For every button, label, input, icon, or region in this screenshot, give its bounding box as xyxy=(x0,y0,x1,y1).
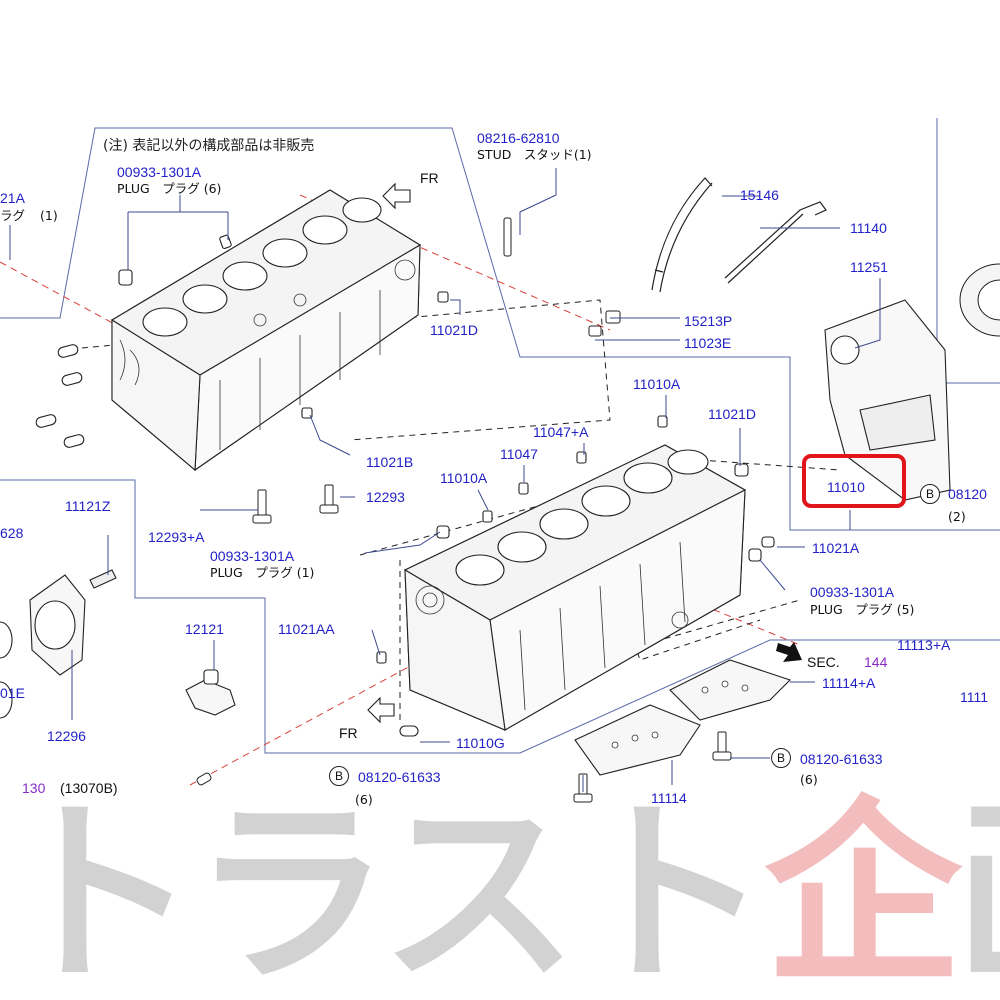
part-label-11114[interactable]: 11114 xyxy=(651,790,687,806)
part-label-11140[interactable]: 11140 xyxy=(850,220,887,236)
part-label-15146[interactable]: 15146 xyxy=(740,187,779,203)
part-label-left-21a[interactable]: 21A xyxy=(0,190,25,206)
watermark-text-a: トラスト xyxy=(0,779,770,1000)
part-label-11021d-top[interactable]: 11021D xyxy=(430,322,479,338)
fr-arrows xyxy=(367,182,411,724)
part-label-11010g[interactable]: 11010G xyxy=(456,735,505,751)
part-label-11114a[interactable]: 11114+A xyxy=(822,675,876,691)
part-label-11010a-top[interactable]: 11010A xyxy=(633,376,681,392)
bolts xyxy=(196,484,732,803)
watermark-logo: トラスト企画 xyxy=(0,790,1000,1000)
dipstick xyxy=(651,177,827,293)
part-label-11251[interactable]: 11251 xyxy=(850,259,888,275)
callout-b-right: B xyxy=(920,484,940,504)
stud xyxy=(503,217,512,257)
sensor-12121 xyxy=(185,669,236,716)
fr-label-bottom: FR xyxy=(339,725,358,741)
desc-left-plug: ラグ xyxy=(0,208,26,223)
part-label-00933-1301a-right[interactable]: 00933-1301A xyxy=(810,584,895,600)
qty-08120-bottom: (6) xyxy=(355,792,373,807)
sec-number-144[interactable]: 144 xyxy=(864,654,888,670)
bearing-caps xyxy=(574,659,792,776)
fr-label-top: FR xyxy=(420,170,439,186)
part-label-12296[interactable]: 12296 xyxy=(47,728,86,744)
leader-lines xyxy=(9,168,881,792)
part-label-12121[interactable]: 12121 xyxy=(185,621,224,637)
sec-label: SEC. xyxy=(807,654,840,670)
rear-plate xyxy=(824,299,951,501)
part-label-00933-1301a-top[interactable]: 00933-1301A xyxy=(117,164,202,180)
desc-stud: STUD スタッド(1) xyxy=(477,147,592,162)
desc-plug-top: PLUG プラグ (6) xyxy=(117,181,222,196)
supply-note: (注) 表記以外の構成部品は非販売 xyxy=(103,138,315,154)
sec-number-130[interactable]: 130 xyxy=(22,780,46,796)
desc-plug-mid: PLUG プラグ (1) xyxy=(210,565,315,580)
callout-b-bottom: B xyxy=(329,766,349,786)
watermark-text-b: 企 xyxy=(764,779,962,1000)
part-label-11010a-mid[interactable]: 11010A xyxy=(440,470,488,486)
part-label-08120-61633-right[interactable]: 08120-61633 xyxy=(800,751,883,767)
part-label-1111x[interactable]: 1111 xyxy=(960,689,989,705)
part-label-15213p[interactable]: 15213P xyxy=(684,313,733,329)
part-label-12293[interactable]: 12293 xyxy=(366,489,405,505)
part-label-11010[interactable]: 11010 xyxy=(827,479,865,495)
part-label-11021b[interactable]: 11021B xyxy=(366,454,414,470)
ref-13070b: (13070B) xyxy=(60,780,118,796)
part-label-08216-62810[interactable]: 08216-62810 xyxy=(477,130,560,146)
part-label-left-01e[interactable]: 01E xyxy=(0,685,25,701)
part-label-08120-right[interactable]: 08120 xyxy=(948,486,987,502)
watermark-text-c: 画 xyxy=(956,779,1000,1000)
qty-08120-right2: (6) xyxy=(800,772,818,787)
desc-plug-right: PLUG プラグ (5) xyxy=(810,602,915,617)
part-label-11021a[interactable]: 11021A xyxy=(812,540,860,556)
part-label-08120-61633-bottom[interactable]: 08120-61633 xyxy=(358,769,441,785)
right-partial-part xyxy=(959,263,1000,337)
callout-b-right2: B xyxy=(771,748,791,768)
upper-engine-block xyxy=(35,189,449,472)
small-fittings xyxy=(588,310,621,337)
part-label-11021aa[interactable]: 11021AA xyxy=(278,621,335,637)
part-label-11113a[interactable]: 11113+A xyxy=(897,637,951,653)
part-label-00933-1301a-mid[interactable]: 00933-1301A xyxy=(210,548,295,564)
lower-engine-block xyxy=(376,415,775,737)
desc-left-plug-qty: (1) xyxy=(40,208,58,223)
part-label-11047[interactable]: 11047 xyxy=(500,446,538,462)
sec-arrow xyxy=(776,642,802,662)
rear-seal-housing xyxy=(0,569,117,719)
part-label-11023e[interactable]: 11023E xyxy=(684,335,732,351)
part-label-11121z[interactable]: 11121Z xyxy=(65,498,111,514)
part-label-11047a[interactable]: 11047+A xyxy=(533,424,589,440)
part-label-11021d-right[interactable]: 11021D xyxy=(708,406,757,422)
part-label-12293a[interactable]: 12293+A xyxy=(148,529,205,545)
part-label-left-628[interactable]: 628 xyxy=(0,525,24,541)
highlight-box xyxy=(802,454,906,508)
qty-08120-right: (2) xyxy=(948,509,966,524)
